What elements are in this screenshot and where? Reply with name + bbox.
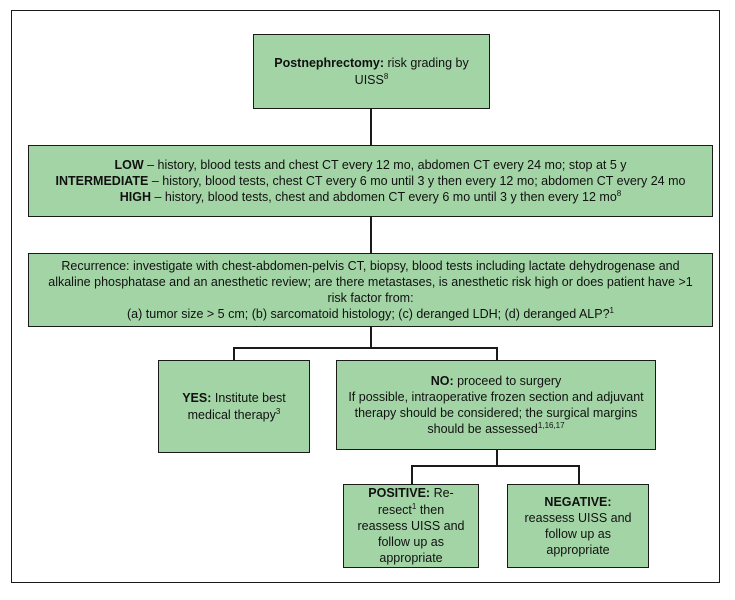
- node-postnephrectomy-text: Postnephrectomy: risk grading by UISS8: [274, 56, 469, 87]
- connector-to-positive: [411, 465, 413, 485]
- grading-low: LOW – history, blood tests and chest CT …: [114, 157, 627, 172]
- connector-positive-negative-branch: [411, 465, 579, 467]
- connector-to-no: [496, 347, 498, 361]
- recurrence-text: Recurrence: investigate with chest-abdom…: [48, 258, 693, 306]
- node-yes-text: YES: Institute best medical therapy3: [182, 391, 286, 422]
- connector-to-yes: [233, 347, 235, 361]
- recurrence-factors: (a) tumor size > 5 cm; (b) sarcomatoid h…: [127, 306, 614, 322]
- node-yes: YES: Institute best medical therapy3: [158, 360, 310, 453]
- grading-intermediate: INTERMEDIATE – history, blood tests, che…: [55, 173, 686, 188]
- node-positive: POSITIVE: Re-resect1 then reassess UISS …: [343, 484, 479, 568]
- node-recurrence: Recurrence: investigate with chest-abdom…: [28, 253, 713, 327]
- connector-yes-no-branch: [233, 347, 497, 349]
- node-no-title: NO: proceed to surgery: [430, 373, 562, 388]
- grading-high: HIGH – history, blood tests, chest and a…: [119, 188, 622, 205]
- node-negative-text: NEGATIVE: reassess UISS and follow up as…: [524, 494, 632, 558]
- connector-grading-recurrence: [370, 216, 372, 254]
- node-no-details: If possible, intraoperative frozen secti…: [348, 389, 644, 437]
- connector-start-grading: [370, 108, 372, 146]
- node-no: NO: proceed to surgery If possible, intr…: [336, 360, 656, 450]
- connector-no-split: [496, 449, 498, 466]
- node-positive-text: POSITIVE: Re-resect1 then reassess UISS …: [357, 486, 465, 566]
- node-negative: NEGATIVE: reassess UISS and follow up as…: [507, 484, 649, 568]
- connector-to-negative: [578, 465, 580, 485]
- node-risk-grading: LOW – history, blood tests and chest CT …: [28, 145, 713, 217]
- node-postnephrectomy: Postnephrectomy: risk grading by UISS8: [253, 34, 490, 109]
- connector-recurrence-split: [370, 326, 372, 348]
